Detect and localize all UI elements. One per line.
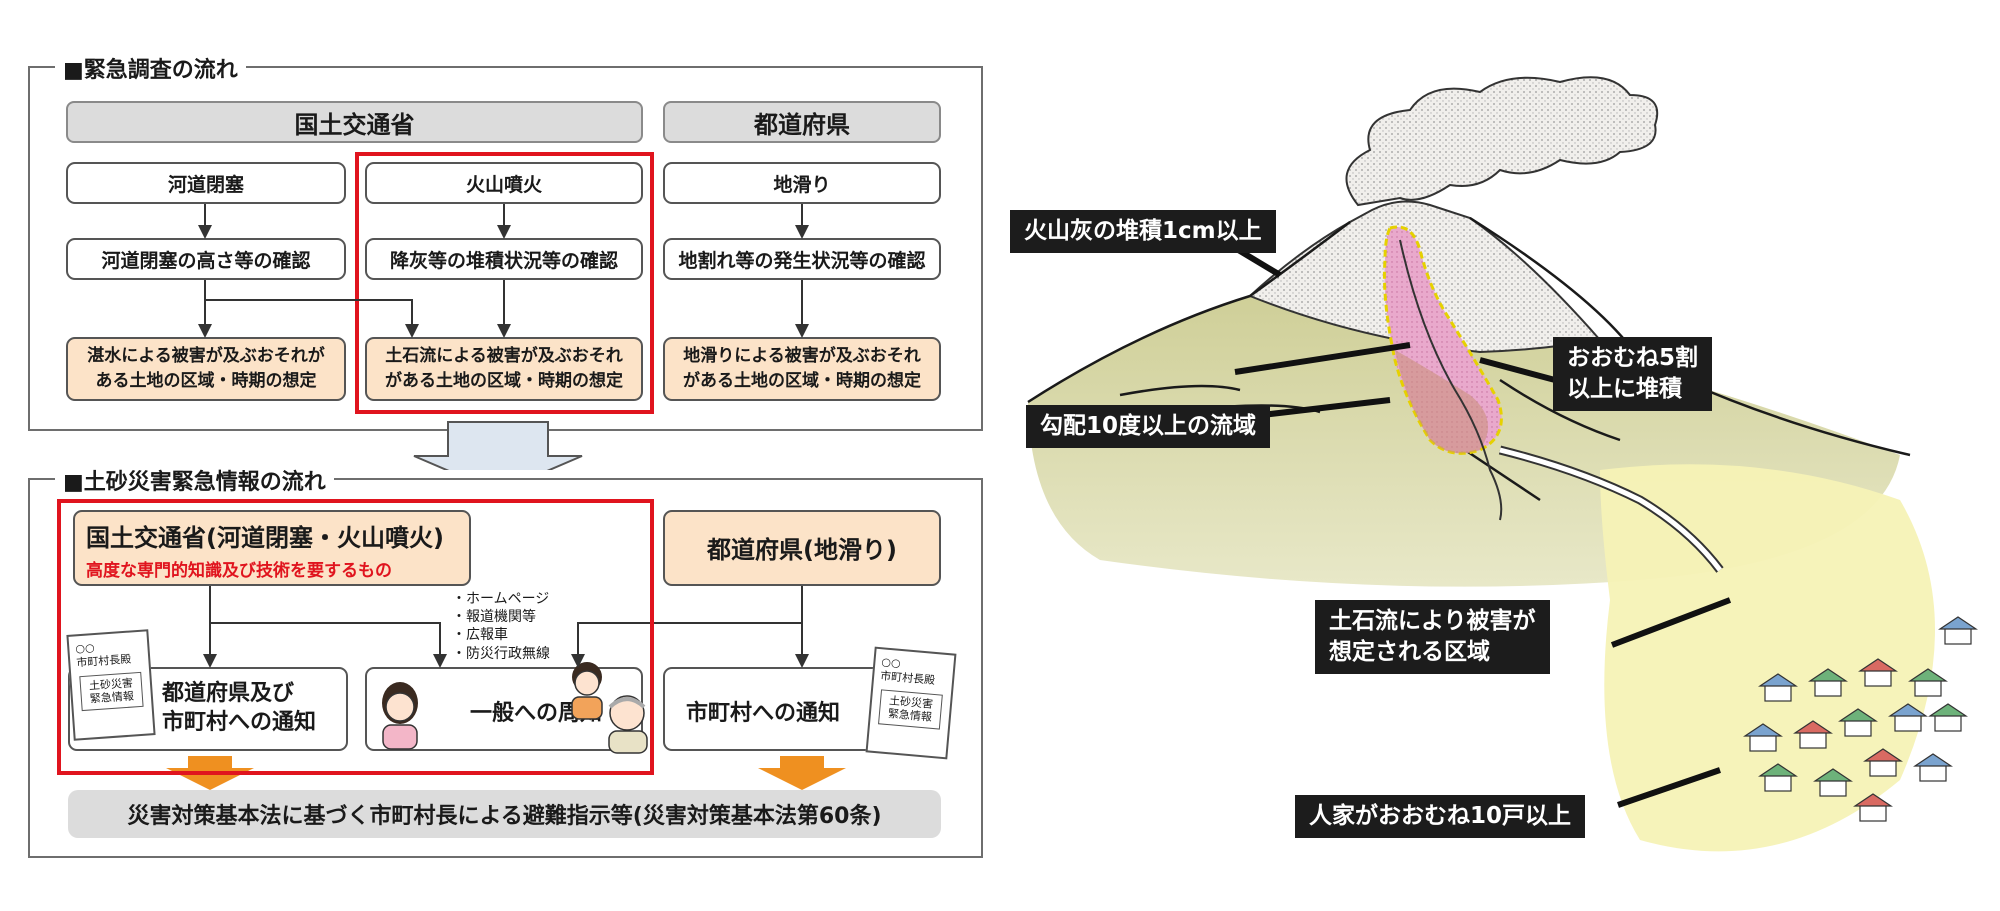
agency-prefecture: 都道府県 xyxy=(663,101,941,143)
highlight-mlit-flow xyxy=(57,499,654,775)
house-icon xyxy=(1838,708,1878,737)
channel-item: ・ホームページ xyxy=(452,591,550,607)
label-half-deposit: おおむね5割 以上に堆積 xyxy=(1553,337,1713,412)
stream-channel xyxy=(1399,239,1503,521)
house-icon xyxy=(1758,673,1798,702)
hazard-zone xyxy=(1600,464,1935,852)
emergency-survey-title: ■緊急調査の流れ xyxy=(55,52,246,84)
house-icon xyxy=(1808,668,1848,697)
house-icon xyxy=(1913,753,1953,782)
sediment-info-title: ■土砂災害緊急情報の流れ xyxy=(55,464,334,496)
people-illustration xyxy=(382,662,648,754)
result-debris-flow: 土石流による被害が及ぶおそれ がある土地の区域・時期の想定 xyxy=(365,337,643,401)
check-ground-cracks: 地割れ等の発生状況等の確認 xyxy=(663,238,941,280)
mlit-source-title: 国土交通省(河道閉塞・火山噴火) xyxy=(86,524,444,552)
elderly-man-icon xyxy=(608,695,648,754)
evacuation-order-bar: 災害対策基本法に基づく市町村長による避難指示等(災害対策基本法第60条) xyxy=(68,790,941,838)
check-river-blockage: 河道閉塞の高さ等の確認 xyxy=(66,238,346,280)
channel-item: ・広報車 xyxy=(452,627,508,644)
trigger-volcanic-eruption: 火山噴火 xyxy=(365,162,643,204)
smoke-plume xyxy=(1345,76,1659,207)
check-ash-deposit: 降灰等の堆積状況等の確認 xyxy=(365,238,643,280)
notify-prefecture-municipality: 都道府県及び 市町村への通知 xyxy=(162,681,317,735)
label-debris-area: 土石流により被害が 想定される区域 xyxy=(1315,600,1550,675)
sediment-info-frame xyxy=(28,478,983,858)
result-river-blockage: 湛水による被害が及ぶおそれが ある土地の区域・時期の想定 xyxy=(66,337,346,401)
house-icon xyxy=(1793,720,1833,749)
mlit-source-subtitle: 高度な専門的知識及び技術を要するもの xyxy=(86,561,392,581)
label-houses: 人家がおおむね10戸以上 xyxy=(1295,795,1586,839)
house-icon xyxy=(1908,668,1948,697)
girl-icon xyxy=(571,662,603,720)
channel-item: ・防災行政無線 xyxy=(452,645,550,662)
woman-icon xyxy=(382,682,418,750)
trigger-landslide: 地滑り xyxy=(663,162,941,204)
house-icons xyxy=(1743,616,1978,822)
label-slope-basin: 勾配10度以上の流域 xyxy=(1026,405,1271,449)
house-icon xyxy=(1743,723,1783,752)
house-icon xyxy=(1928,703,1968,732)
house-icon xyxy=(1853,793,1893,822)
result-landslide: 地滑りによる被害が及ぶおそれ がある土地の区域・時期の想定 xyxy=(663,337,941,401)
highlight-volcanic-column xyxy=(355,152,654,414)
notify-municipality: 市町村への通知 xyxy=(686,701,841,726)
house-icon xyxy=(1813,768,1853,797)
agency-mlit: 国土交通省 xyxy=(66,101,643,143)
house-icon xyxy=(1888,703,1928,732)
house-icon xyxy=(1863,748,1903,777)
house-icon xyxy=(1938,616,1978,645)
flow1-connectors xyxy=(198,204,809,470)
house-icon xyxy=(1758,763,1798,792)
label-ash-deposit: 火山灰の堆積1cm以上 xyxy=(1010,210,1276,254)
trigger-river-blockage: 河道閉塞 xyxy=(66,162,346,204)
channel-item: ・報道機関等 xyxy=(452,609,536,626)
prefecture-source-box xyxy=(663,510,941,586)
prefecture-source-title: 都道府県(地滑り) xyxy=(707,536,897,564)
info-channels: ・ホームページ ・報道機関等 ・広報車 ・防災行政無線 xyxy=(452,590,550,663)
volcano-illustration xyxy=(1027,76,1978,852)
mlit-source-box xyxy=(73,510,471,586)
deposition-overlay xyxy=(1395,350,1488,454)
house-icon xyxy=(1858,658,1898,687)
